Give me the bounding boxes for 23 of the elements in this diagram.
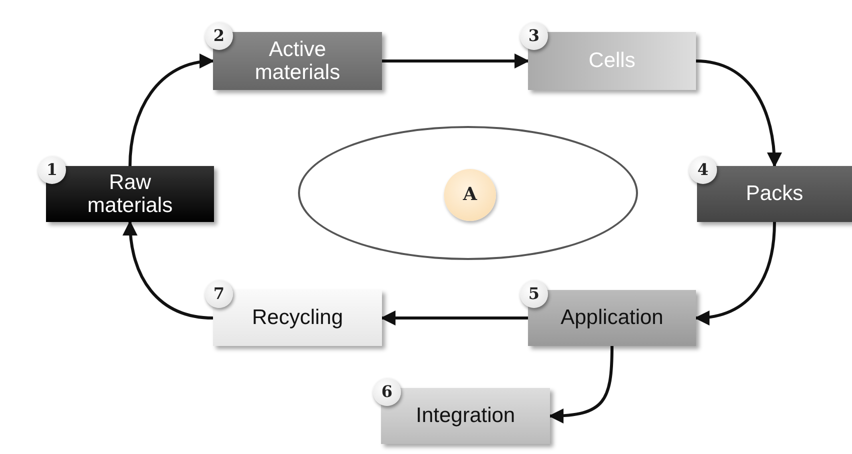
node-label: Application <box>560 306 664 330</box>
step-number: 1 <box>38 156 66 184</box>
step-number: 3 <box>520 22 548 50</box>
label-circle <box>444 169 496 221</box>
step-number: 4 <box>689 156 717 184</box>
arrow <box>696 60 782 168</box>
node-label: Packs <box>746 182 804 206</box>
arrow <box>694 222 776 325</box>
arrow <box>380 310 528 326</box>
arrow <box>128 54 214 166</box>
arrow <box>548 346 614 424</box>
node-label: Raw materials <box>86 170 174 218</box>
step-number: 6 <box>373 378 401 406</box>
step-number: 2 <box>205 22 233 50</box>
step-number: 7 <box>205 280 233 308</box>
arrow <box>382 54 530 68</box>
node-label: Cells <box>588 49 636 73</box>
node-label: Integration <box>416 404 516 428</box>
arrow <box>123 220 214 320</box>
node-label: A <box>463 185 477 205</box>
node-label: Active materials <box>254 38 342 84</box>
step-number: 5 <box>520 280 548 308</box>
node-label: Recycling <box>252 306 344 330</box>
